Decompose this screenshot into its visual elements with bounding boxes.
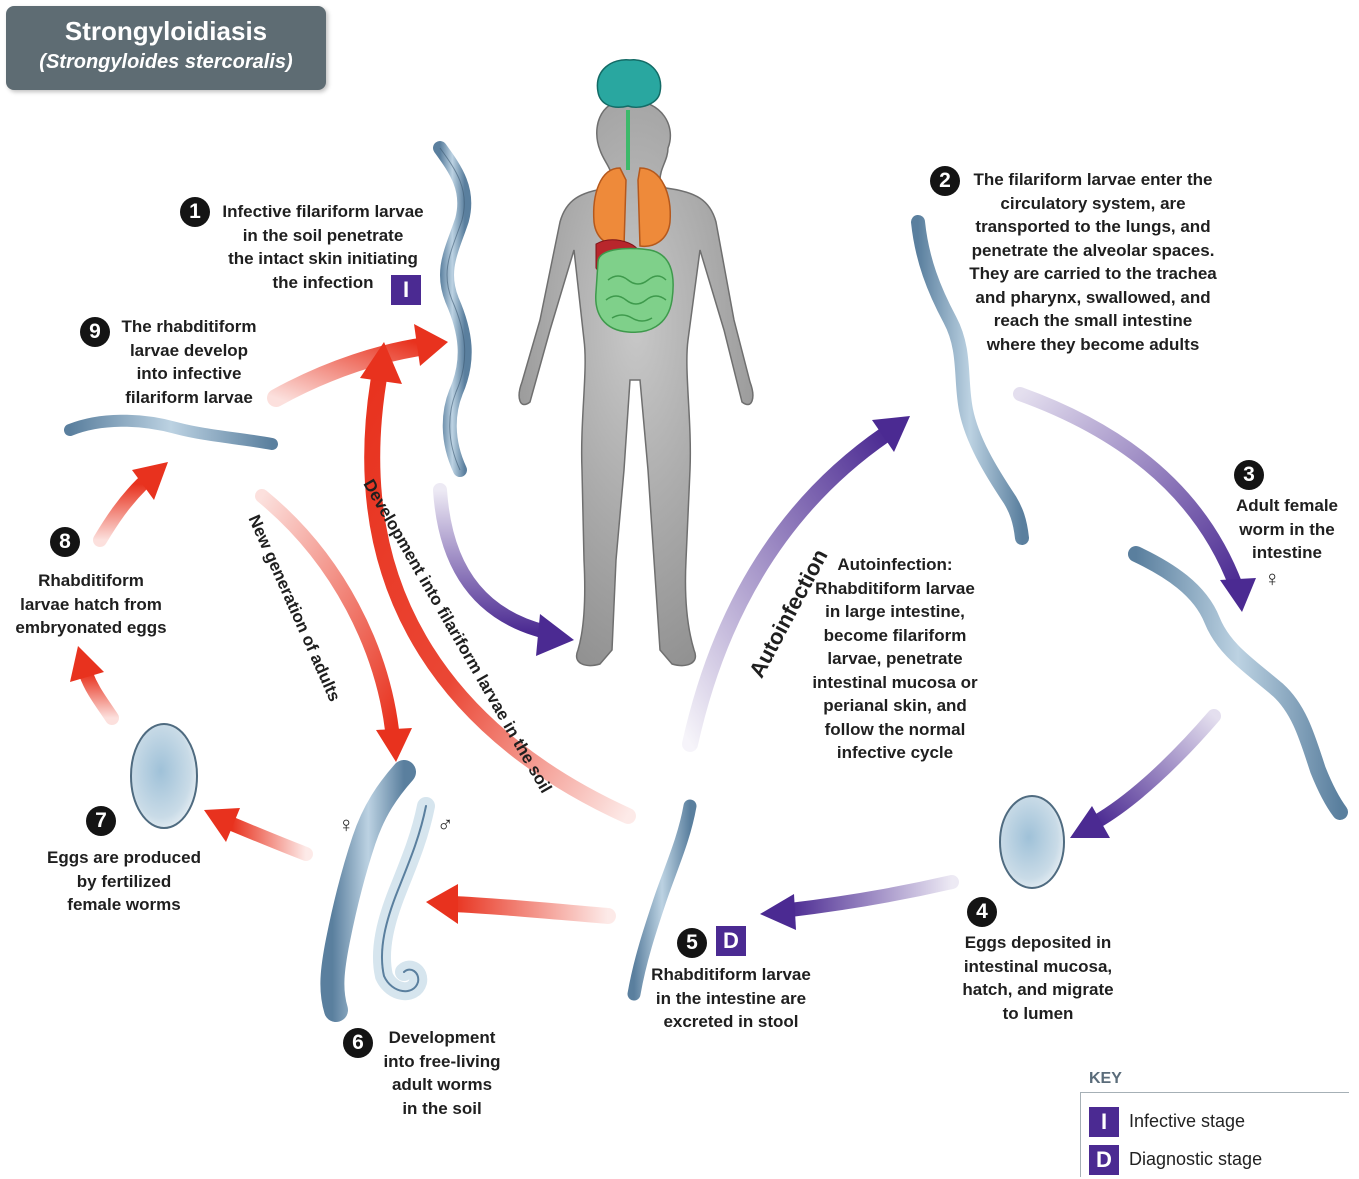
diagram-title: Strongyloidiasis	[6, 16, 326, 47]
female-symbol: ♀	[1264, 566, 1281, 592]
step-3-number: 3	[1234, 460, 1264, 490]
filariform-larva-1	[440, 148, 465, 470]
arrow-5-to-6	[452, 904, 608, 916]
step-3-label: Adult female worm in the intestine	[1228, 494, 1346, 565]
autoinfection-note: Autoinfection: Rhabditiform larvae in la…	[802, 553, 988, 765]
arrow-2-to-3	[1020, 394, 1236, 586]
egg-7	[131, 724, 197, 828]
key-infective-label: Infective stage	[1129, 1111, 1245, 1132]
left-lung	[594, 168, 626, 246]
arrow-1-to-host	[440, 490, 546, 632]
step-6-number: 6	[343, 1028, 373, 1058]
female-symbol-6: ♀	[338, 812, 355, 838]
step-1-number: 1	[180, 197, 210, 227]
step-6-label: Development into free-living adult worms…	[372, 1026, 512, 1120]
step-4-label: Eggs deposited in intestinal mucosa, hat…	[948, 931, 1128, 1025]
arrow-7-to-8-head	[70, 646, 104, 682]
title-box: Strongyloidiasis (Strongyloides stercora…	[6, 6, 326, 90]
rhabditiform-larva-9	[70, 421, 272, 444]
arrow-9-to-1-head	[414, 324, 448, 366]
step-5-number: 5	[677, 928, 707, 958]
key-infective-badge: I	[1089, 1107, 1119, 1137]
male-symbol-6: ♂	[437, 812, 454, 838]
key-diagnostic-label: Diagnostic stage	[1129, 1149, 1262, 1170]
diagram-subtitle: (Strongyloides stercoralis)	[6, 51, 326, 74]
arrow-2-to-3-head	[1220, 578, 1256, 612]
step-5-label: Rhabditiform larvae in the intestine are…	[640, 963, 822, 1034]
right-lung	[638, 168, 670, 246]
step-7-label: Eggs are produced by fertilized female w…	[36, 846, 212, 917]
diagnostic-stage-badge: D	[716, 926, 746, 956]
step-7-number: 7	[86, 806, 116, 836]
infective-stage-badge: I	[391, 275, 421, 305]
arrow-6-to-7	[232, 824, 306, 854]
step-9-number: 9	[80, 317, 110, 347]
egg-4	[1000, 796, 1064, 888]
step-8-label: Rhabditiform larvae hatch from embryonat…	[6, 569, 176, 640]
human-body	[519, 100, 753, 665]
key-diagnostic-badge: D	[1089, 1145, 1119, 1175]
key-legend: I Infective stage D Diagnostic stage	[1080, 1092, 1349, 1177]
arrow-8-to-9	[100, 484, 142, 540]
arrow-5-to-6-head	[426, 884, 458, 924]
arrow-4-to-5-head	[760, 894, 796, 930]
arrow-3-to-4	[1096, 716, 1214, 822]
step-4-number: 4	[967, 897, 997, 927]
arrow-1-to-host-head	[536, 614, 574, 656]
arrow-7-to-8	[86, 674, 112, 718]
key-title: KEY	[1089, 1070, 1122, 1088]
arrow-4-to-5	[790, 882, 952, 910]
step-2-label: The filariform larvae enter the circulat…	[962, 168, 1224, 356]
step-8-number: 8	[50, 527, 80, 557]
arrow-9-to-1	[276, 346, 426, 398]
brain	[597, 60, 660, 107]
step-9-label: The rhabditiform larvae develop into inf…	[112, 315, 266, 409]
human-figure	[519, 60, 753, 666]
step-2-number: 2	[930, 166, 960, 196]
arrow-new-generation-head	[376, 728, 412, 762]
